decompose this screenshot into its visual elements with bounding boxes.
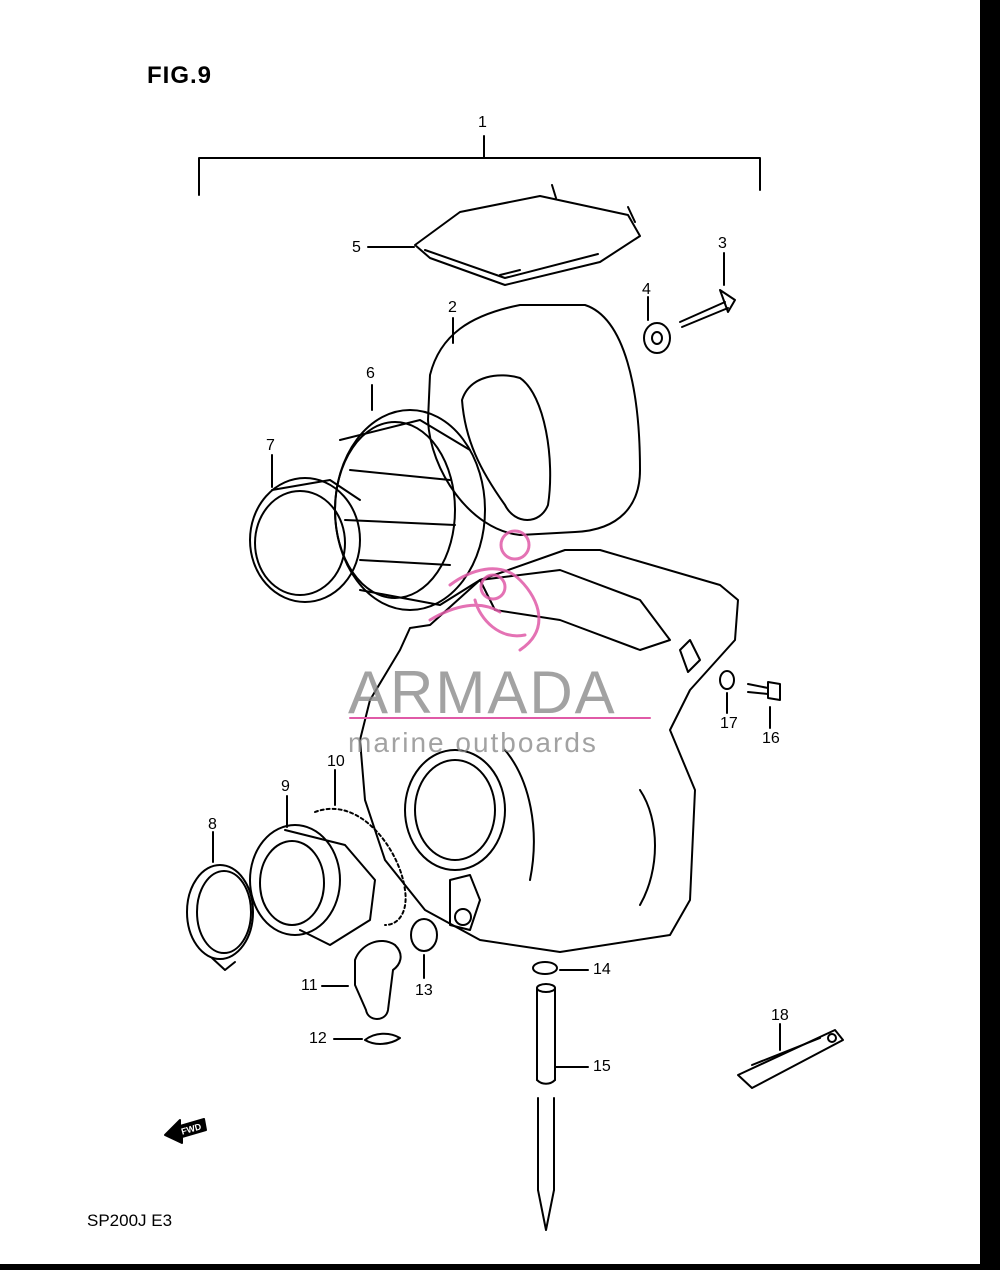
callout-7: 7 [266,437,275,454]
callout-2: 2 [448,299,457,316]
hose-clip [333,1032,401,1045]
watermark-name: ARMADA [348,659,617,726]
scan-edge-right [980,0,1000,1270]
callout-3: 3 [718,235,727,252]
callout-1: 1 [478,114,487,131]
drain-hose [321,940,402,1020]
assembly-bracket [198,135,761,196]
callout-11: 11 [301,977,318,994]
callout-8: 8 [208,816,217,833]
washer [719,670,735,714]
callout-15: 15 [593,1058,611,1075]
filter-cage [334,384,486,611]
callout-10: 10 [327,753,345,770]
o-ring [532,961,589,975]
small-clamp [410,918,438,979]
drain-tube [536,983,589,1231]
forward-arrow-icon [164,1118,207,1144]
callout-9: 9 [281,778,290,795]
seal-ring [314,769,407,926]
grommet [643,296,671,354]
wing-bolt [679,252,736,328]
watermark-tagline: marine outboards [348,727,598,758]
callout-16: 16 [762,730,780,747]
callout-12: 12 [309,1030,327,1047]
air-cleaner-cap [367,184,641,286]
callout-14: 14 [593,961,611,978]
scan-edge-bottom [0,1264,1000,1270]
hose-clamp [186,831,254,971]
air-box-case [359,549,739,953]
watermark-logo-icon [428,529,541,652]
bolt [747,681,781,729]
callout-5: 5 [352,239,361,256]
bracket-strap [737,1023,844,1089]
callout-13: 13 [415,982,433,999]
intake-funnel [249,795,376,946]
callout-18: 18 [771,1007,789,1024]
figure-title: FIG.9 [147,62,213,89]
filter-screen [249,454,361,603]
callout-4: 4 [642,281,651,298]
foam-filter-element [427,304,641,536]
model-code: SP200J E3 [87,1211,173,1230]
callout-6: 6 [366,365,375,382]
callout-17: 17 [720,715,738,732]
